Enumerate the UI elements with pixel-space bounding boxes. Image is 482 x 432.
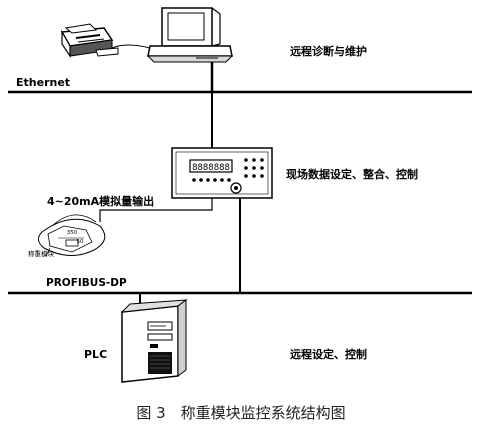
analog-output-label: 4~20mA模拟量输出 xyxy=(47,194,154,208)
weigh-module-label: 称重模块 xyxy=(28,249,55,258)
remote-maintenance-label: 远程诊断与维护 xyxy=(290,44,367,58)
computer-icon xyxy=(146,7,234,63)
plc-label: PLC xyxy=(84,348,107,361)
load-cell-bottom-mark: 50 xyxy=(77,239,84,245)
field-control-label: 现场数据设定、整合、控制 xyxy=(286,167,418,181)
weighing-control-module-icon: 8888888 xyxy=(171,147,273,199)
plc-icon xyxy=(120,299,188,383)
profibus-label: PROFIBUS-DP xyxy=(46,277,127,289)
figure-caption: 图 3 称重模块监控系统结构图 xyxy=(136,404,345,422)
printer-icon xyxy=(60,23,119,58)
module-display-readout: 8888888 xyxy=(192,163,230,173)
printer-cable xyxy=(111,44,151,49)
ethernet-label: Ethernet xyxy=(16,76,70,89)
load-cell-icon: 350 50 xyxy=(38,214,106,257)
analog-output-link xyxy=(99,198,213,222)
load-cell-top-mark: 350 xyxy=(67,230,78,236)
remote-control-label: 远程设定、控制 xyxy=(290,347,367,361)
